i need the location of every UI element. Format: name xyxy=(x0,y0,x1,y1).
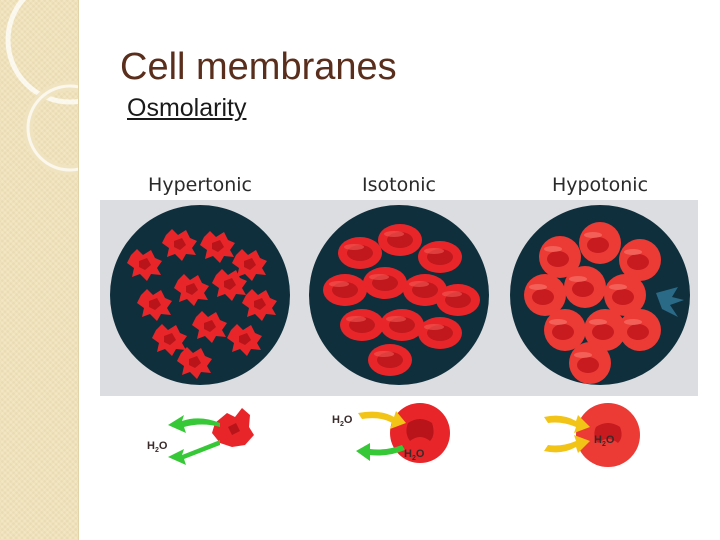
slide-subtitle: Osmolarity xyxy=(127,94,247,122)
isotonic-flow: H2O H2O xyxy=(332,403,450,463)
hypertonic-well xyxy=(110,205,290,385)
water-label-isotonic-cell: H2O xyxy=(404,448,425,462)
water-out-arrow-icon-2 xyxy=(168,440,220,465)
water-out-arrow-icon xyxy=(168,415,220,433)
swirl-decoration-icon xyxy=(5,0,78,175)
water-label-hypertonic: H2O xyxy=(147,440,168,454)
hypertonic-label: Hypertonic xyxy=(148,174,252,196)
hypertonic-flow: H2O xyxy=(147,408,254,465)
water-out-arrow-icon-3 xyxy=(356,443,405,461)
water-in-arrow-icon xyxy=(358,411,406,429)
hypotonic-flow: H2O xyxy=(544,403,640,467)
burst-cell-icon xyxy=(656,287,684,317)
osmolarity-diagram: Hypertonic Isotonic Hypotonic xyxy=(100,165,698,485)
slide-title: Cell membranes xyxy=(120,46,397,88)
osmolarity-illustration: Hypertonic Isotonic Hypotonic xyxy=(100,174,698,467)
water-label-hypotonic: H2O xyxy=(594,434,615,448)
hypotonic-well xyxy=(510,205,690,385)
hypotonic-label: Hypotonic xyxy=(552,174,648,196)
water-label-isotonic-in: H2O xyxy=(332,414,353,428)
water-in-arrow-icon-2 xyxy=(544,415,590,433)
isotonic-label: Isotonic xyxy=(362,174,436,196)
decorative-side-strip xyxy=(0,0,79,540)
water-in-arrow-icon-3 xyxy=(544,435,590,453)
isotonic-well xyxy=(309,205,489,385)
